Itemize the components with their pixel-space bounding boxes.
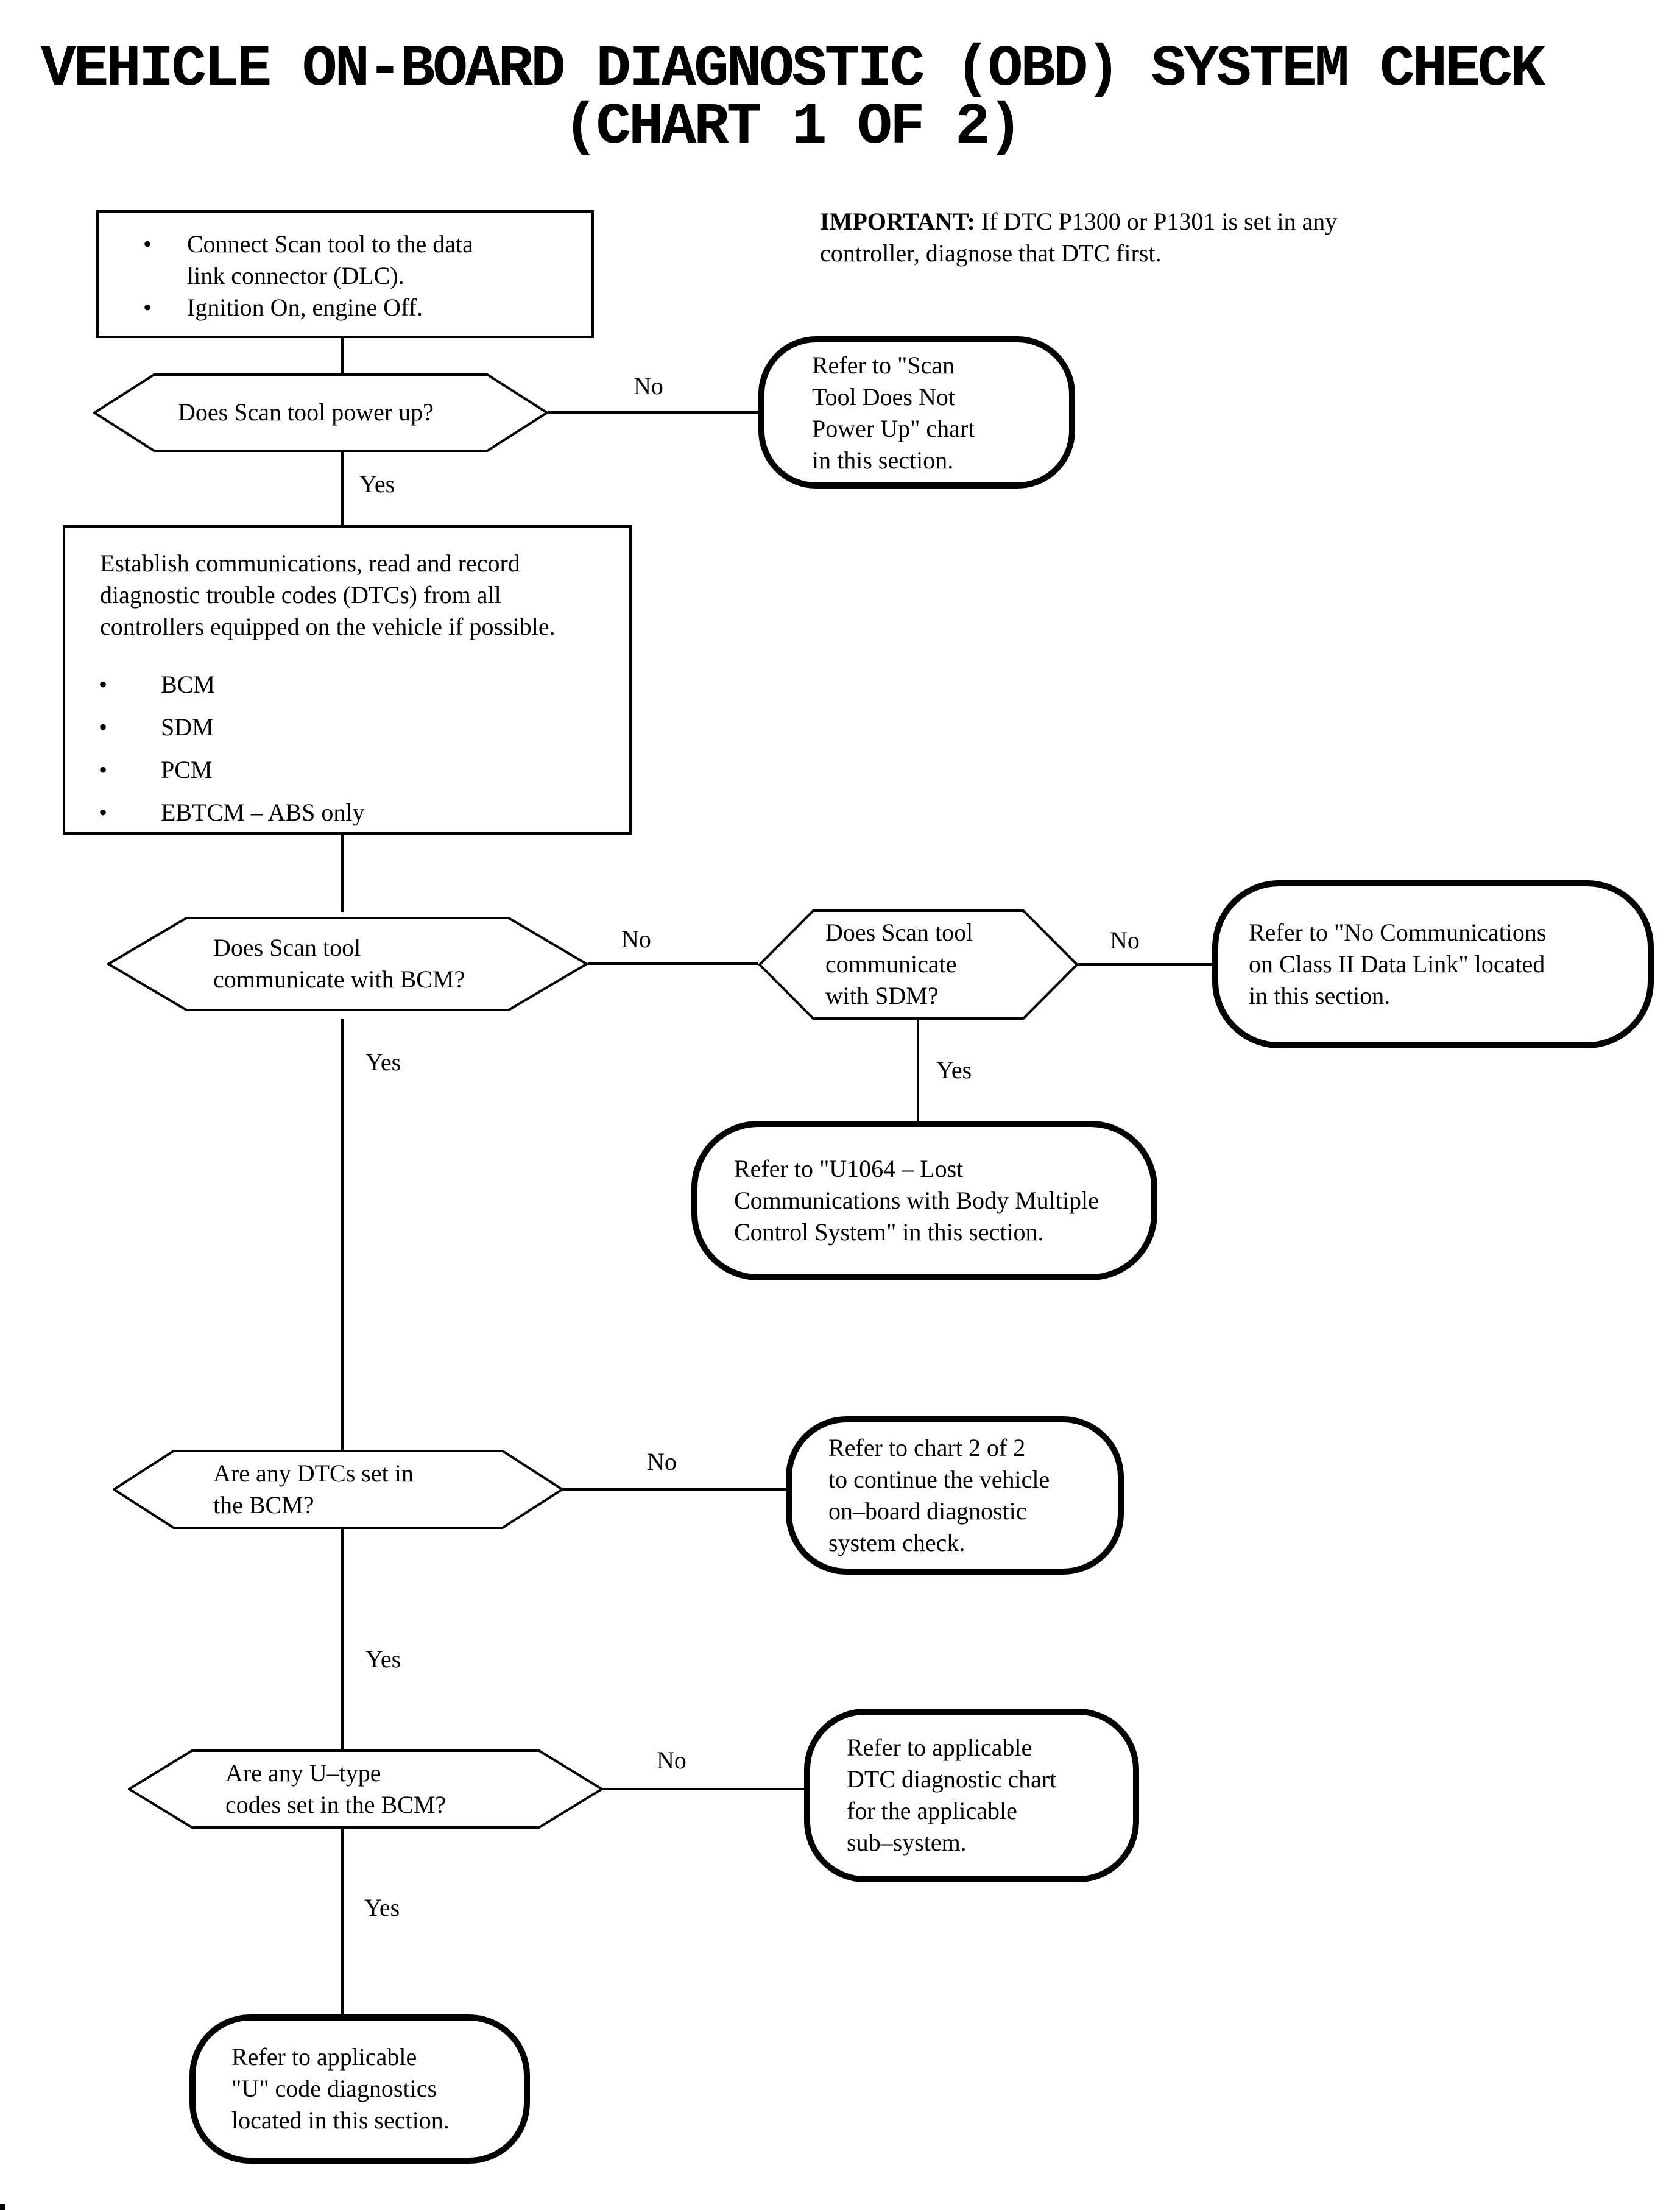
- hexagon-shape: [113, 1450, 563, 1529]
- power-up-hexagon: Does Scan tool power up?: [93, 373, 548, 452]
- label-yes-dtc: Yes: [365, 1645, 401, 1673]
- label-no-power: No: [634, 372, 663, 400]
- bullet-item-text: PCM: [161, 756, 213, 783]
- bullet-item-text: Ignition On, engine Off.: [187, 294, 423, 321]
- establish-comms-box: Establish communications, read and recor…: [63, 525, 632, 835]
- label-yes-utype: Yes: [364, 1894, 400, 1921]
- important-note-line1: IMPORTANT: If DTC P1300 or P1301 is set …: [820, 206, 1453, 238]
- label-yes-bcm: Yes: [365, 1048, 401, 1076]
- hexagon-shape: [758, 909, 1078, 1020]
- connector-dtc-no: [563, 1488, 786, 1491]
- label-no-dtc: No: [647, 1448, 677, 1475]
- label-yes-power: Yes: [359, 470, 395, 498]
- connector-start-to-power: [341, 338, 344, 376]
- connector-bcm-no: [588, 962, 758, 965]
- establish-comms-bullets: •BCM •SDM •PCM •EBTCM – ABS only: [99, 663, 365, 834]
- important-note-text: If DTC P1300 or P1301 is set in any: [975, 208, 1338, 235]
- page-title-line1: VEHICLE ON-BOARD DIAGNOSTIC (OBD) SYSTEM…: [40, 36, 1545, 102]
- connector-utype-no: [603, 1788, 804, 1790]
- connector-utype-yes: [341, 1827, 344, 2017]
- bullet-item: •BCM: [99, 663, 365, 706]
- scan-artifact: [0, 2204, 5, 2210]
- connector-power-no: [548, 411, 758, 414]
- bullet-item-text: SDM: [161, 713, 214, 741]
- hexagon-shape: [93, 373, 548, 452]
- bullet-item: •PCM: [99, 749, 365, 791]
- important-note-label: IMPORTANT:: [820, 208, 975, 235]
- connector-sdm-no: [1078, 963, 1212, 966]
- label-no-bcm: No: [621, 925, 651, 953]
- connector-bcm-to-dtc: [341, 1019, 344, 1452]
- label-no-sdm: No: [1110, 927, 1140, 954]
- label-yes-sdm: Yes: [936, 1056, 972, 1084]
- bullet-item: •EBTCM – ABS only: [99, 791, 365, 834]
- important-note: IMPORTANT: If DTC P1300 or P1301 is set …: [820, 206, 1453, 269]
- hexagon-shape: [128, 1749, 603, 1829]
- bullet-item-text: EBTCM – ABS only: [161, 799, 365, 826]
- important-note-line2: controller, diagnose that DTC first.: [820, 239, 1162, 267]
- hexagon-shape: [107, 917, 588, 1011]
- bullet-item: • Ignition On, engine Off.: [143, 292, 473, 323]
- bullet-item: •SDM: [99, 706, 365, 749]
- connector-power-yes: [341, 451, 344, 528]
- establish-comms-paragraph: Establish communications, read and recor…: [100, 549, 556, 640]
- page-title-line2: (CHART 1 OF 2): [563, 94, 1023, 160]
- connector-sdm-yes: [917, 1019, 919, 1123]
- page-title: VEHICLE ON-BOARD DIAGNOSTIC (OBD) SYSTEM…: [37, 36, 1547, 160]
- bullet-item-text: BCM: [161, 671, 215, 698]
- connector-establish-to-bcm: [341, 833, 344, 912]
- power-up-question: Does Scan tool power up?: [178, 398, 434, 426]
- label-no-utype: No: [657, 1746, 686, 1774]
- connector-dtc-to-utype: [341, 1528, 344, 1752]
